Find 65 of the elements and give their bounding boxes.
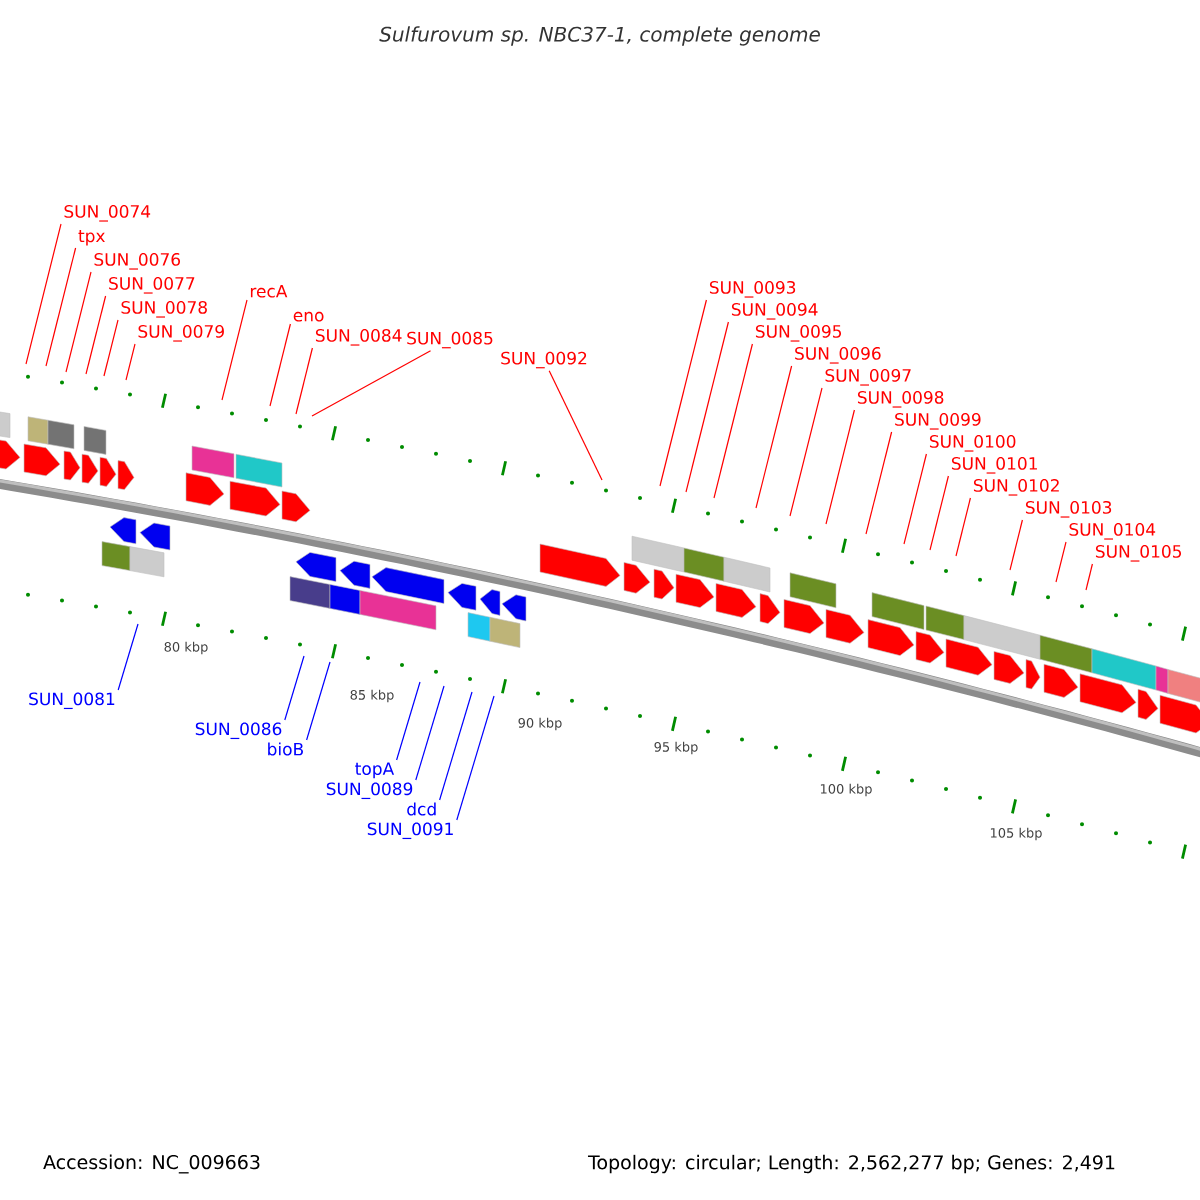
gene-label: SUN_0079	[138, 325, 224, 342]
leader-line	[929, 475, 949, 551]
gene-label: SUN_0081	[29, 692, 115, 710]
leader-line	[685, 321, 729, 493]
leader-line	[295, 347, 313, 415]
leader-line	[45, 247, 77, 367]
leader-line	[713, 343, 753, 499]
gene-label: SUN_0086	[195, 722, 282, 740]
gene-label: SUN_0085	[407, 331, 493, 349]
gene-label: SUN_0091	[367, 822, 453, 840]
gene-label: SUN_0076	[94, 253, 181, 270]
leader-line	[456, 695, 495, 821]
leader-line	[103, 319, 119, 377]
leader-line	[755, 365, 793, 509]
gene-label: topA	[355, 762, 395, 779]
gene-label: SUN_0098	[857, 391, 944, 408]
leader-line	[439, 691, 473, 801]
gene-label: SUN_0077	[109, 277, 195, 294]
gene-label: SUN_0105	[1095, 545, 1181, 562]
title: Sulfurovum sp. NBC37-1, complete genome	[379, 26, 820, 46]
gene-label: SUN_0089	[326, 782, 413, 800]
leader-line	[825, 409, 855, 525]
gene-label: eno	[293, 311, 324, 322]
gene-label: SUN_0095	[755, 325, 841, 342]
leader-line	[306, 661, 331, 741]
gene-label: SUN_0104	[1069, 523, 1156, 540]
leader-line	[269, 323, 291, 407]
gene-label: SUN_0093	[709, 281, 796, 298]
leader-line	[903, 453, 927, 545]
footer-text: Accession: NC_009663	[43, 1154, 260, 1174]
leader-line	[955, 497, 971, 557]
leader-line	[311, 350, 432, 417]
leader-line	[1009, 519, 1023, 571]
leader-line	[659, 299, 707, 487]
gene-label: SUN_0096	[795, 347, 881, 364]
leader-line	[117, 623, 139, 691]
gene-label: bioB	[268, 742, 303, 756]
gene-label: SUN_0074	[64, 205, 151, 222]
gene-label: recA	[250, 285, 288, 298]
gene-label: SUN_0103	[1025, 501, 1112, 518]
gene-label: tpx	[78, 230, 105, 246]
gene-label: dcd	[407, 802, 436, 816]
leader-line	[65, 271, 92, 373]
gene-label: SUN_0078	[121, 301, 207, 318]
leader-line	[415, 685, 445, 781]
gene-label: SUN_0099	[895, 413, 981, 430]
leader-line	[1085, 563, 1093, 591]
leader-line	[85, 295, 107, 375]
footer-text: Topology: circular; Length: 2,562,277 bp; Genes: 2,491	[588, 1154, 1115, 1174]
leader-line	[548, 370, 603, 481]
gene-label: SUN_0092	[501, 351, 587, 369]
gene-label: SUN_0102	[973, 479, 1059, 496]
leader-line	[396, 681, 421, 761]
leader-line	[1055, 541, 1067, 583]
gene-label: SUN_0094	[731, 303, 818, 320]
leader-line	[221, 299, 248, 401]
gene-label: SUN_0084	[315, 329, 402, 346]
gene-label: SUN_0101	[951, 457, 1037, 474]
leader-line	[284, 655, 305, 721]
leader-line	[25, 223, 62, 365]
gene-label: SUN_0100	[929, 435, 1016, 452]
gene-label: SUN_0097	[825, 369, 911, 386]
leader-line	[789, 387, 823, 517]
leader-line	[865, 431, 893, 535]
leader-line	[125, 343, 136, 381]
